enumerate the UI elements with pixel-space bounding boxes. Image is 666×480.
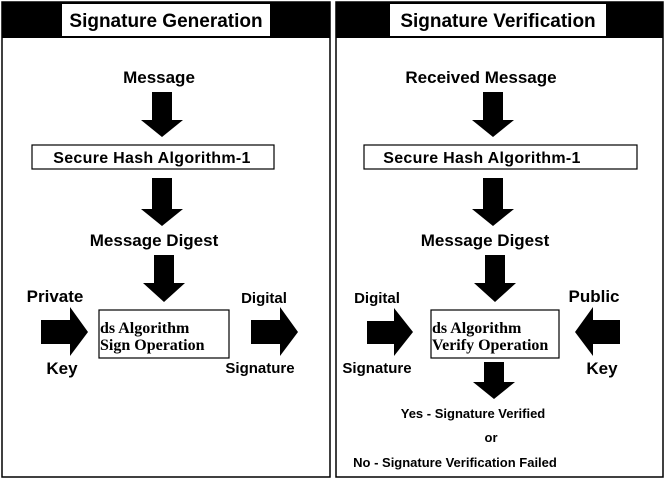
result-no: No - Signature Verification Failed	[353, 455, 557, 470]
right-panel-frame	[335, 1, 664, 478]
right-arrow-down-1	[472, 92, 514, 137]
right-digest-label: Message Digest	[421, 231, 550, 250]
right-panel: Signature Verification Received Message …	[335, 1, 664, 478]
right-arrow-down-2	[472, 178, 514, 226]
left-key-arrow	[41, 307, 88, 356]
right-hash-box	[363, 144, 638, 170]
left-hash-label: Secure Hash Algorithm-1	[53, 150, 250, 167]
right-title: Signature Verification	[400, 11, 595, 32]
right-hash-label: Secure Hash Algorithm-1	[383, 150, 580, 167]
left-out-arrow	[251, 307, 298, 356]
result-yes: Yes - Signature Verified	[401, 406, 546, 421]
left-arrow-down-3	[143, 255, 185, 302]
right-op-line1: ds Algorithm	[432, 320, 522, 337]
right-key-arrow	[575, 307, 620, 356]
right-sig-arrow	[367, 308, 413, 356]
left-title-box	[62, 4, 270, 36]
right-title-box	[390, 4, 606, 36]
left-out-label-top: Digital	[241, 290, 287, 307]
left-panel-frame	[1, 1, 331, 478]
right-input-label: Received Message	[405, 68, 556, 87]
right-key-label-top: Public	[568, 287, 619, 306]
left-arrow-down-2	[141, 178, 183, 226]
left-arrow-down-1	[141, 92, 183, 137]
left-hash-box	[31, 144, 275, 170]
right-sig-label-bottom: Signature	[342, 360, 411, 377]
right-op-box	[430, 309, 560, 359]
left-op-line1: ds Algorithm	[100, 320, 190, 337]
left-out-label-bottom: Signature	[225, 360, 294, 377]
left-panel: Signature Generation Message Secure Hash…	[1, 1, 331, 478]
left-key-label-bottom: Key	[46, 359, 78, 378]
left-op-box	[98, 309, 230, 359]
result-or: or	[485, 430, 498, 445]
left-digest-label: Message Digest	[90, 231, 219, 250]
right-arrow-down-result	[473, 362, 515, 399]
right-key-label-bottom: Key	[586, 359, 618, 378]
left-op-line2: Sign Operation	[100, 337, 205, 354]
left-input-label: Message	[123, 68, 195, 87]
right-op-line2: Verify Operation	[432, 337, 548, 354]
right-sig-label-top: Digital	[354, 290, 400, 307]
left-key-label-top: Private	[27, 287, 84, 306]
left-title: Signature Generation	[69, 11, 262, 32]
right-arrow-down-3	[474, 255, 516, 302]
